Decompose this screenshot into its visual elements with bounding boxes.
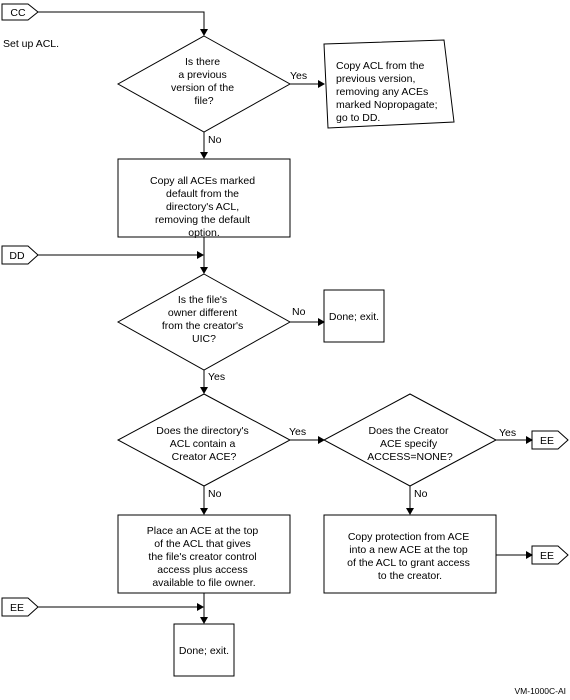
arrowhead (200, 29, 208, 36)
arrowhead (318, 318, 325, 326)
label-creator-yes: Yes (499, 427, 516, 439)
label-previous-no: No (208, 134, 222, 146)
decision-directory-acl: Does the directory's ACL contain a Creat… (116, 393, 292, 487)
figure-id: VM-1000C-AI (515, 686, 567, 696)
arrowhead (197, 603, 204, 611)
arrowhead (197, 251, 204, 259)
process-copy-protection: Copy protection from ACE into a new ACE … (323, 514, 497, 594)
decision-creator-access: Does the Creator ACE specify ACCESS=NONE… (322, 393, 498, 487)
process-done-exit-2-text: Done; exit. (179, 645, 229, 657)
arrowhead (318, 436, 325, 444)
arrowhead (200, 617, 208, 624)
arrowhead (200, 152, 208, 159)
arrowhead (526, 436, 533, 444)
arrowhead (406, 508, 414, 515)
process-copy-protection-text: Copy protection from ACE into a new ACE … (347, 531, 473, 582)
connector-dd-in: DD (1, 245, 39, 265)
label-directory-no: No (208, 488, 222, 500)
label-directory-yes: Yes (289, 426, 306, 438)
connector-ee-out-top-label: EE (540, 435, 554, 447)
process-done-exit-1: Done; exit. (323, 289, 385, 343)
process-place-ace-text: Place an ACE at the top of the ACL that … (147, 525, 261, 589)
connector-cc-label: CC (10, 7, 26, 19)
process-copy-default-aces-text: Copy all ACEs marked default from the di… (150, 175, 258, 239)
flow-cc-to-previous-version (38, 11, 205, 30)
connector-dd-label: DD (9, 250, 25, 262)
decision-owner-different-text: Is the file's owner different from the c… (162, 294, 246, 345)
label-owner-yes: Yes (208, 371, 225, 383)
arrowhead (200, 508, 208, 515)
process-place-ace: Place an ACE at the top of the ACL that … (117, 514, 291, 594)
connector-ee-out-bottom-label: EE (540, 550, 554, 562)
arrowhead (200, 267, 208, 274)
connector-cc: CC (1, 3, 39, 21)
decision-creator-access-text: Does the Creator ACE specify ACCESS=NONE… (367, 425, 453, 463)
label-previous-yes: Yes (290, 70, 307, 82)
connector-ee-out-bottom: EE (531, 545, 569, 565)
setup-acl-note: Set up ACL. (3, 38, 59, 50)
label-creator-no: No (414, 488, 428, 500)
arrowhead (318, 80, 325, 88)
connector-ee-in-label: EE (10, 602, 24, 614)
connector-ee-in: EE (1, 597, 39, 617)
process-copy-from-previous: Copy ACL from the previous version, remo… (323, 39, 455, 129)
process-done-exit-1-text: Done; exit. (329, 311, 379, 323)
process-copy-from-previous-text: Copy ACL from the previous version, remo… (336, 60, 440, 124)
decision-previous-version: Is there a previous version of the file? (116, 35, 292, 133)
arrowhead (200, 387, 208, 394)
process-copy-default-aces: Copy all ACEs marked default from the di… (117, 158, 291, 239)
arrowhead (526, 551, 533, 559)
process-done-exit-2: Done; exit. (173, 623, 235, 677)
decision-previous-version-text: Is there a previous version of the file? (171, 56, 237, 107)
connector-ee-out-top: EE (531, 430, 569, 450)
decision-owner-different: Is the file's owner different from the c… (116, 273, 292, 371)
label-owner-no: No (292, 306, 306, 318)
decision-directory-acl-text: Does the directory's ACL contain a Creat… (156, 425, 251, 463)
